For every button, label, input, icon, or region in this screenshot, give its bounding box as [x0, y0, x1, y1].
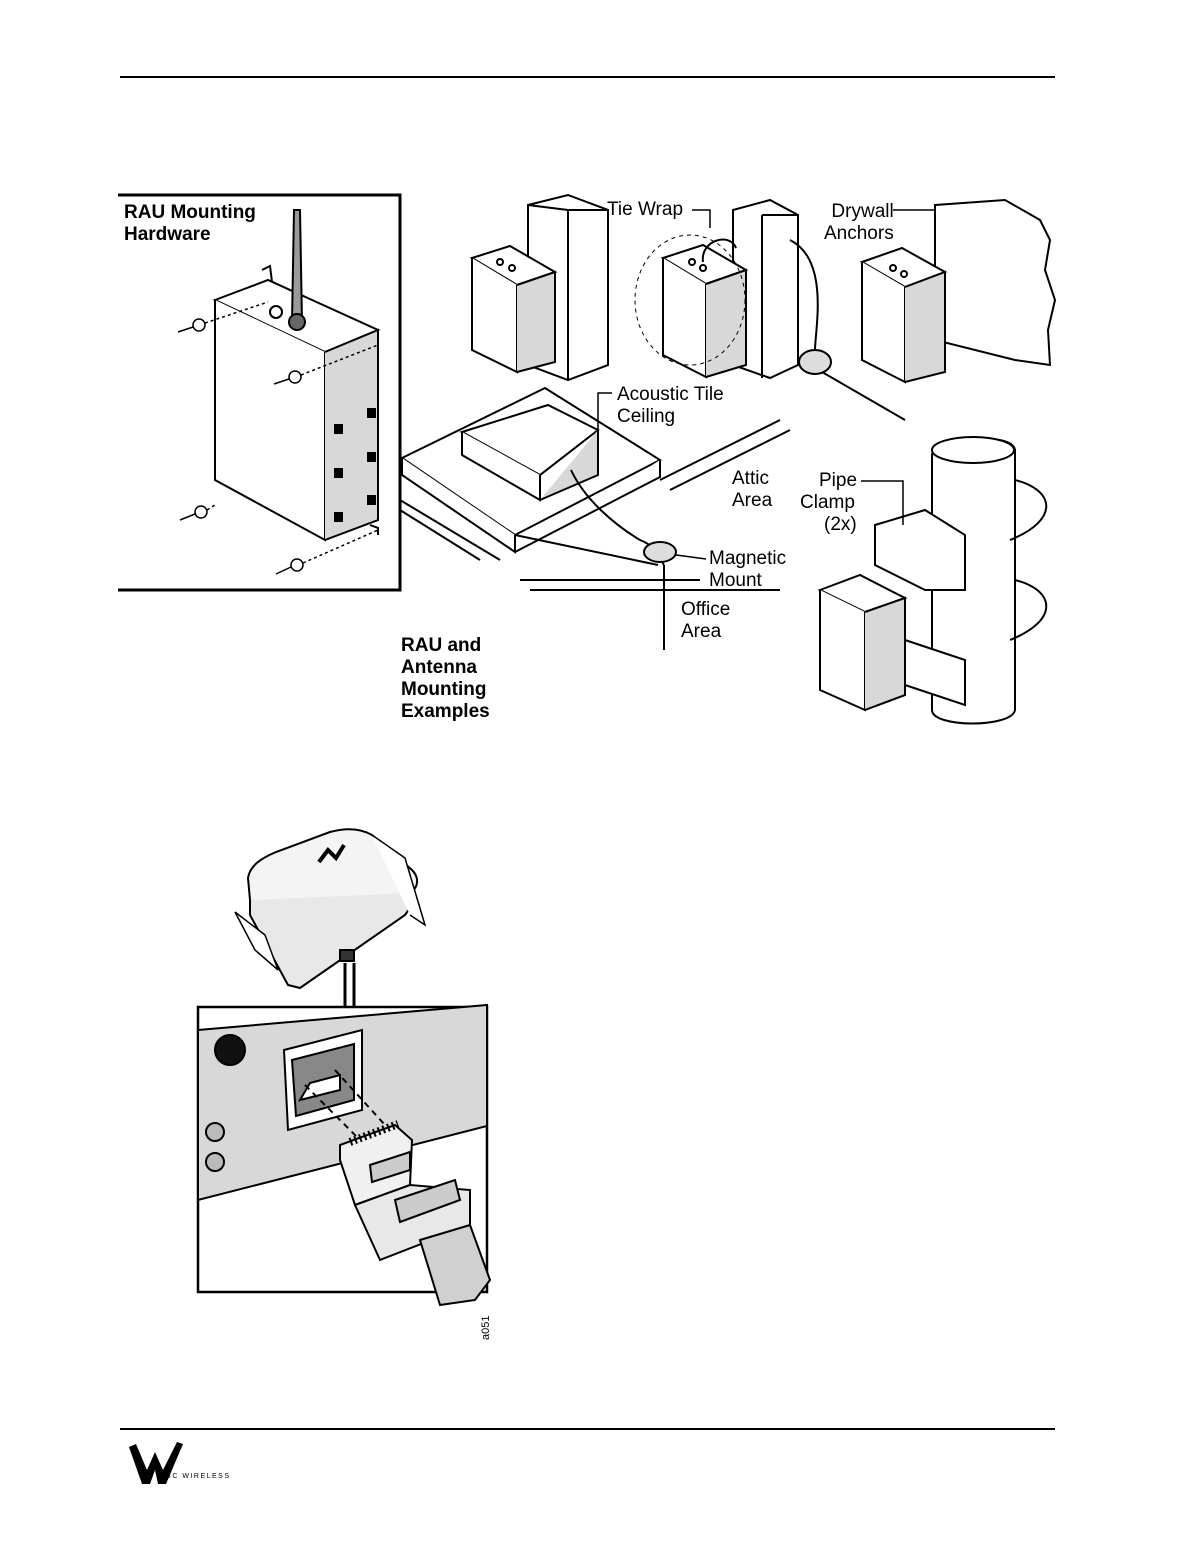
figure-code: a051	[480, 1316, 492, 1340]
panel-hole	[215, 1035, 245, 1065]
zoom-connector	[345, 963, 354, 1007]
logo-wordmark: LGC WIRELESS	[160, 1473, 231, 1480]
rau-unit-small	[235, 829, 425, 988]
